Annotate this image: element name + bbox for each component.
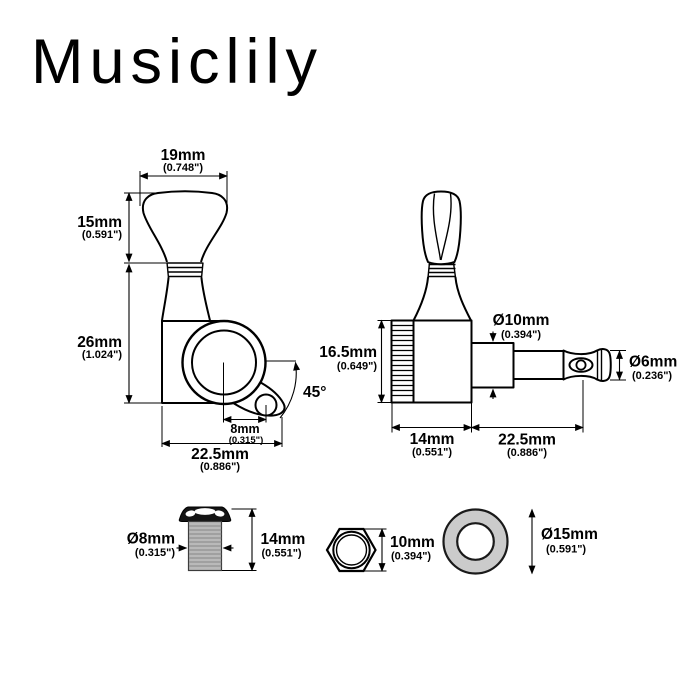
dim-label-mm: 15mm bbox=[77, 214, 122, 231]
dim-label-in: (0.649") bbox=[337, 361, 377, 373]
button-collar-front bbox=[166, 262, 204, 279]
dim-label-depth-mm: 14mm bbox=[410, 431, 455, 448]
dim-thread-dia: Ø10mm (0.394") bbox=[489, 312, 550, 399]
dim-label-in: (1.024") bbox=[82, 349, 122, 361]
dim-button-width: 19mm (0.748") bbox=[139, 147, 228, 206]
dim-button-height: 15mm (0.591") bbox=[77, 192, 167, 264]
dim-label-in: (0.591") bbox=[546, 544, 586, 556]
dim-label-in: (0.551") bbox=[262, 548, 302, 560]
dim-total-width: 22.5mm (0.886") bbox=[161, 406, 283, 473]
dim-nut-size: 10mm (0.394") bbox=[364, 528, 435, 572]
tuner-button-front bbox=[141, 190, 229, 263]
housing-body-front bbox=[161, 320, 237, 404]
dim-label-in: (0.748") bbox=[163, 162, 203, 174]
angle-label: 45° bbox=[303, 384, 326, 401]
dim-label-in: (0.394") bbox=[501, 329, 541, 341]
dim-label-in: (0.315") bbox=[229, 435, 264, 446]
dim-label-in: (0.886") bbox=[200, 461, 240, 473]
dim-label-in: (0.315") bbox=[135, 547, 175, 559]
dim-label-mm: Ø6mm bbox=[629, 354, 677, 371]
dim-label-in: (0.394") bbox=[391, 551, 431, 563]
string-post bbox=[512, 350, 565, 380]
dim-body-height: 26mm (1.024") bbox=[77, 263, 161, 404]
ext-line bbox=[377, 320, 391, 403]
threaded-step bbox=[470, 342, 515, 389]
string-hole-inner bbox=[575, 359, 587, 371]
dim-ear-angle: 45° bbox=[265, 360, 326, 419]
button-facet-lines bbox=[432, 193, 452, 261]
washer: Ø15mm (0.591") bbox=[442, 508, 598, 575]
dim-housing-height: 16.5mm (0.649") bbox=[319, 319, 391, 404]
ext-line bbox=[610, 350, 626, 381]
washer-inner bbox=[456, 522, 495, 561]
dim-label-depth-in: (0.551") bbox=[412, 447, 452, 459]
dim-bushing-dia: Ø8mm (0.315") bbox=[127, 531, 234, 559]
dim-label-mm: Ø10mm bbox=[493, 312, 550, 329]
dim-post-dia: Ø6mm (0.236") bbox=[610, 350, 677, 382]
flange-highlight-center bbox=[194, 508, 216, 515]
dim-label-mm: 19mm bbox=[161, 147, 206, 164]
tuner-neck-side bbox=[412, 276, 472, 322]
hex-nut: 10mm (0.394") bbox=[325, 527, 435, 573]
dim-label-mm: 22.5mm bbox=[191, 446, 249, 463]
knurl-lines bbox=[392, 324, 413, 397]
housing-body-side bbox=[412, 319, 473, 404]
side-view: 16.5mm (0.649") Ø10mm (0.394") Ø6mm (0.2… bbox=[319, 190, 677, 459]
bushing: Ø8mm (0.315") 14mm (0.551") bbox=[127, 506, 306, 572]
dim-label-in: (0.591") bbox=[82, 229, 122, 241]
dim-bushing-height: 14mm (0.551") bbox=[222, 508, 306, 572]
dim-label-in: (0.236") bbox=[632, 370, 672, 382]
post-tip-lines bbox=[596, 349, 603, 381]
dim-washer-dia: Ø15mm (0.591") bbox=[528, 508, 598, 575]
dim-label-length-in: (0.886") bbox=[507, 447, 547, 459]
nut-circle-outer bbox=[332, 530, 371, 570]
dim-label-mm: 26mm bbox=[77, 334, 122, 351]
dim-label-mm: Ø8mm bbox=[127, 531, 175, 548]
angle-arc bbox=[279, 361, 301, 419]
dim-depth-length: 14mm (0.551") 22.5mm (0.886") bbox=[391, 380, 584, 459]
bushing-threads bbox=[189, 525, 222, 567]
nut-circle-inner bbox=[335, 534, 368, 566]
button-collar-side bbox=[427, 262, 457, 278]
flange-highlight-left bbox=[185, 510, 196, 517]
tuner-button-side bbox=[420, 190, 462, 266]
dim-label-mm: Ø15mm bbox=[541, 526, 598, 543]
tuner-shaft-front bbox=[161, 277, 211, 322]
hardware-row: Ø8mm (0.315") 14mm (0.551") 10mm (0.394"… bbox=[127, 506, 598, 575]
dim-label-mm: 10mm bbox=[390, 534, 435, 551]
dim-label-mm: 8mm bbox=[230, 422, 259, 436]
dim-label-mm: 16.5mm bbox=[319, 344, 377, 361]
brand-logo: Musiclily bbox=[31, 27, 324, 97]
dim-label-mm: 14mm bbox=[261, 531, 306, 548]
dim-label-length-mm: 22.5mm bbox=[498, 432, 556, 449]
front-view: 19mm (0.748") 15mm (0.591") 26mm (1.024"… bbox=[77, 147, 326, 473]
flange-highlight-right bbox=[214, 510, 225, 517]
